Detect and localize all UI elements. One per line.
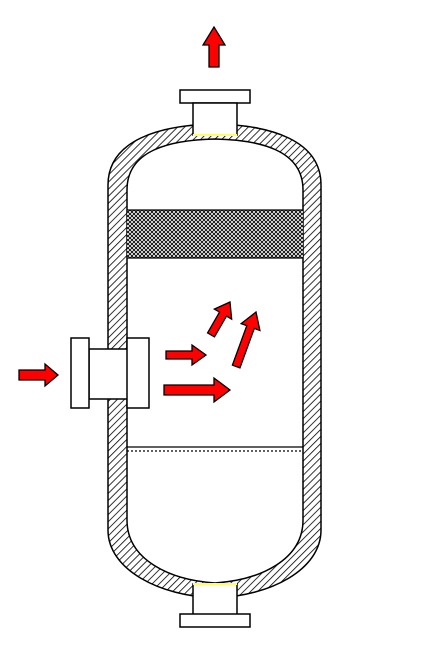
bottom-outlet-nozzle: [179, 583, 251, 628]
inlet-arrow: [18, 362, 60, 388]
internal-arrow-right-lower: [163, 376, 232, 404]
side-inlet-nozzle: [70, 337, 150, 409]
internal-arrow-diagonal-small: [206, 301, 233, 338]
internal-arrow-diagonal-large: [231, 310, 261, 369]
mesh-pad-demister: [127, 209, 303, 259]
internal-arrow-right-upper: [165, 343, 208, 367]
flow-arrows: [18, 25, 261, 404]
perforated-plate: [127, 446, 303, 452]
vessel-shell: [107, 123, 322, 599]
top-outlet-nozzle: [179, 89, 251, 136]
top-outlet-arrow: [201, 25, 227, 68]
